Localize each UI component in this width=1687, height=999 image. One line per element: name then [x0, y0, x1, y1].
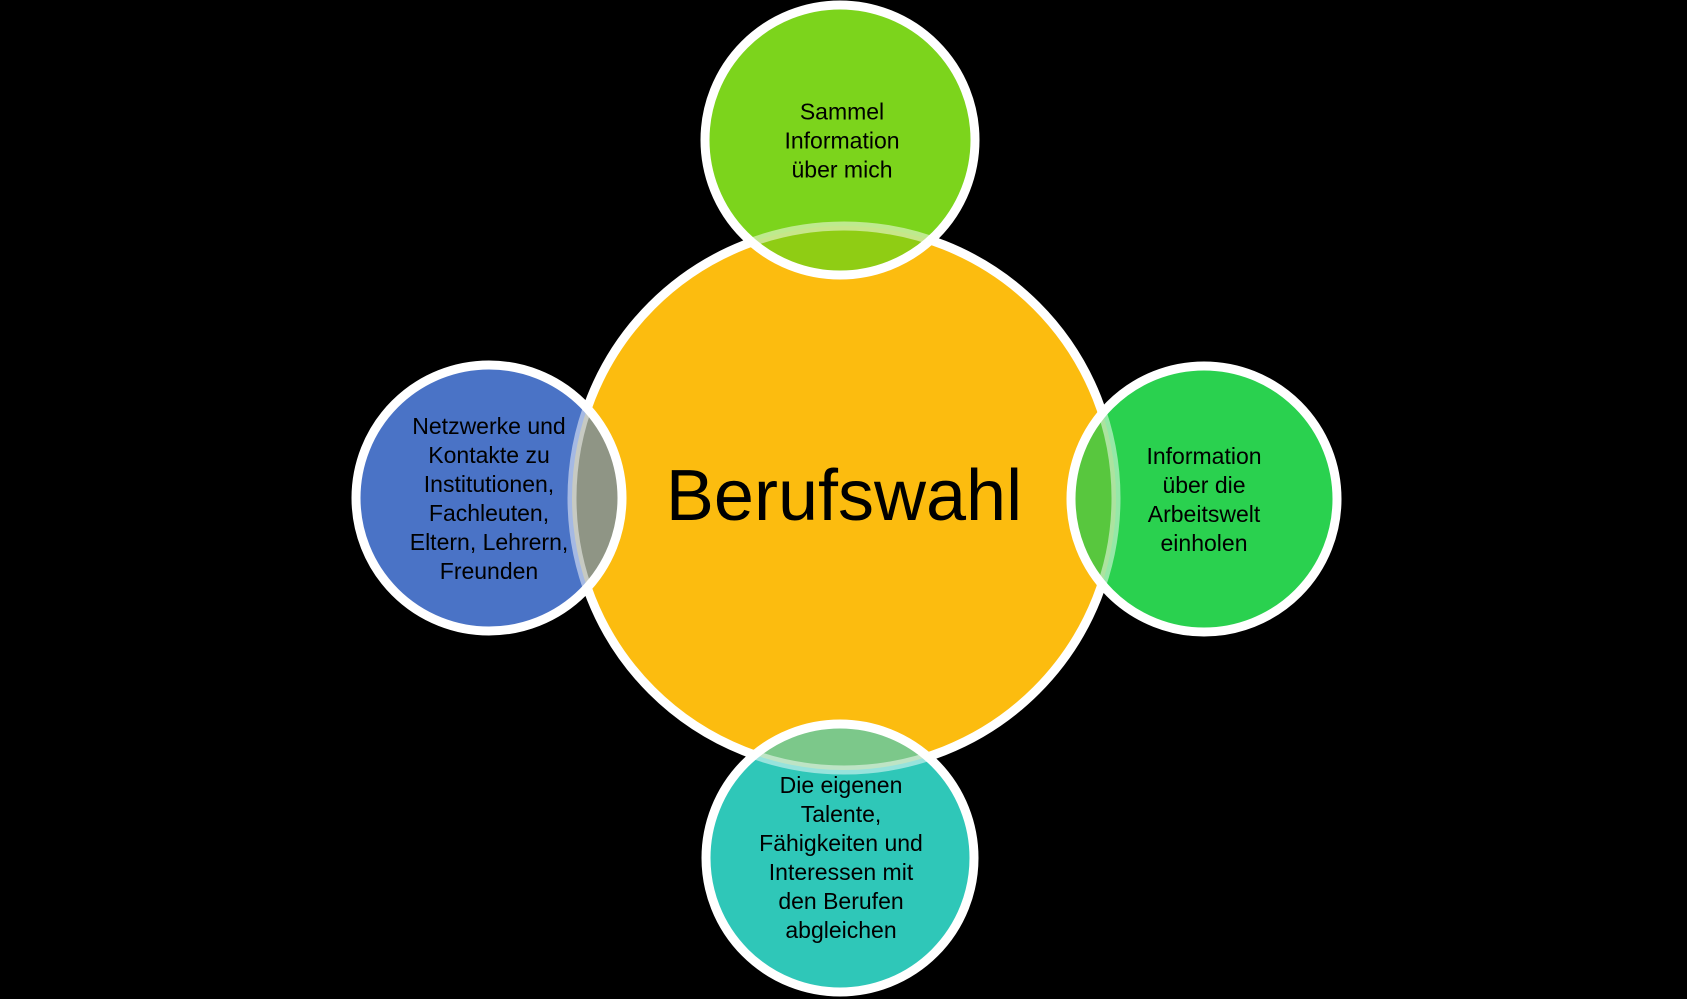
left-node-outline [351, 360, 627, 636]
center-circle [567, 221, 1121, 775]
center-outline-over-right [1066, 361, 1121, 637]
top-node-circle [705, 5, 975, 275]
center-outline-over-left [567, 360, 627, 636]
right-node-circle [1071, 366, 1337, 632]
bottom-node-circle [706, 724, 974, 992]
center-outline-over-top [700, 221, 980, 280]
center-outline-over-bottom [701, 719, 979, 775]
left-node-circle [356, 365, 622, 631]
top-node-outline [700, 0, 980, 280]
right-node-outline [1066, 361, 1342, 637]
bottom-node-outline [701, 719, 979, 997]
